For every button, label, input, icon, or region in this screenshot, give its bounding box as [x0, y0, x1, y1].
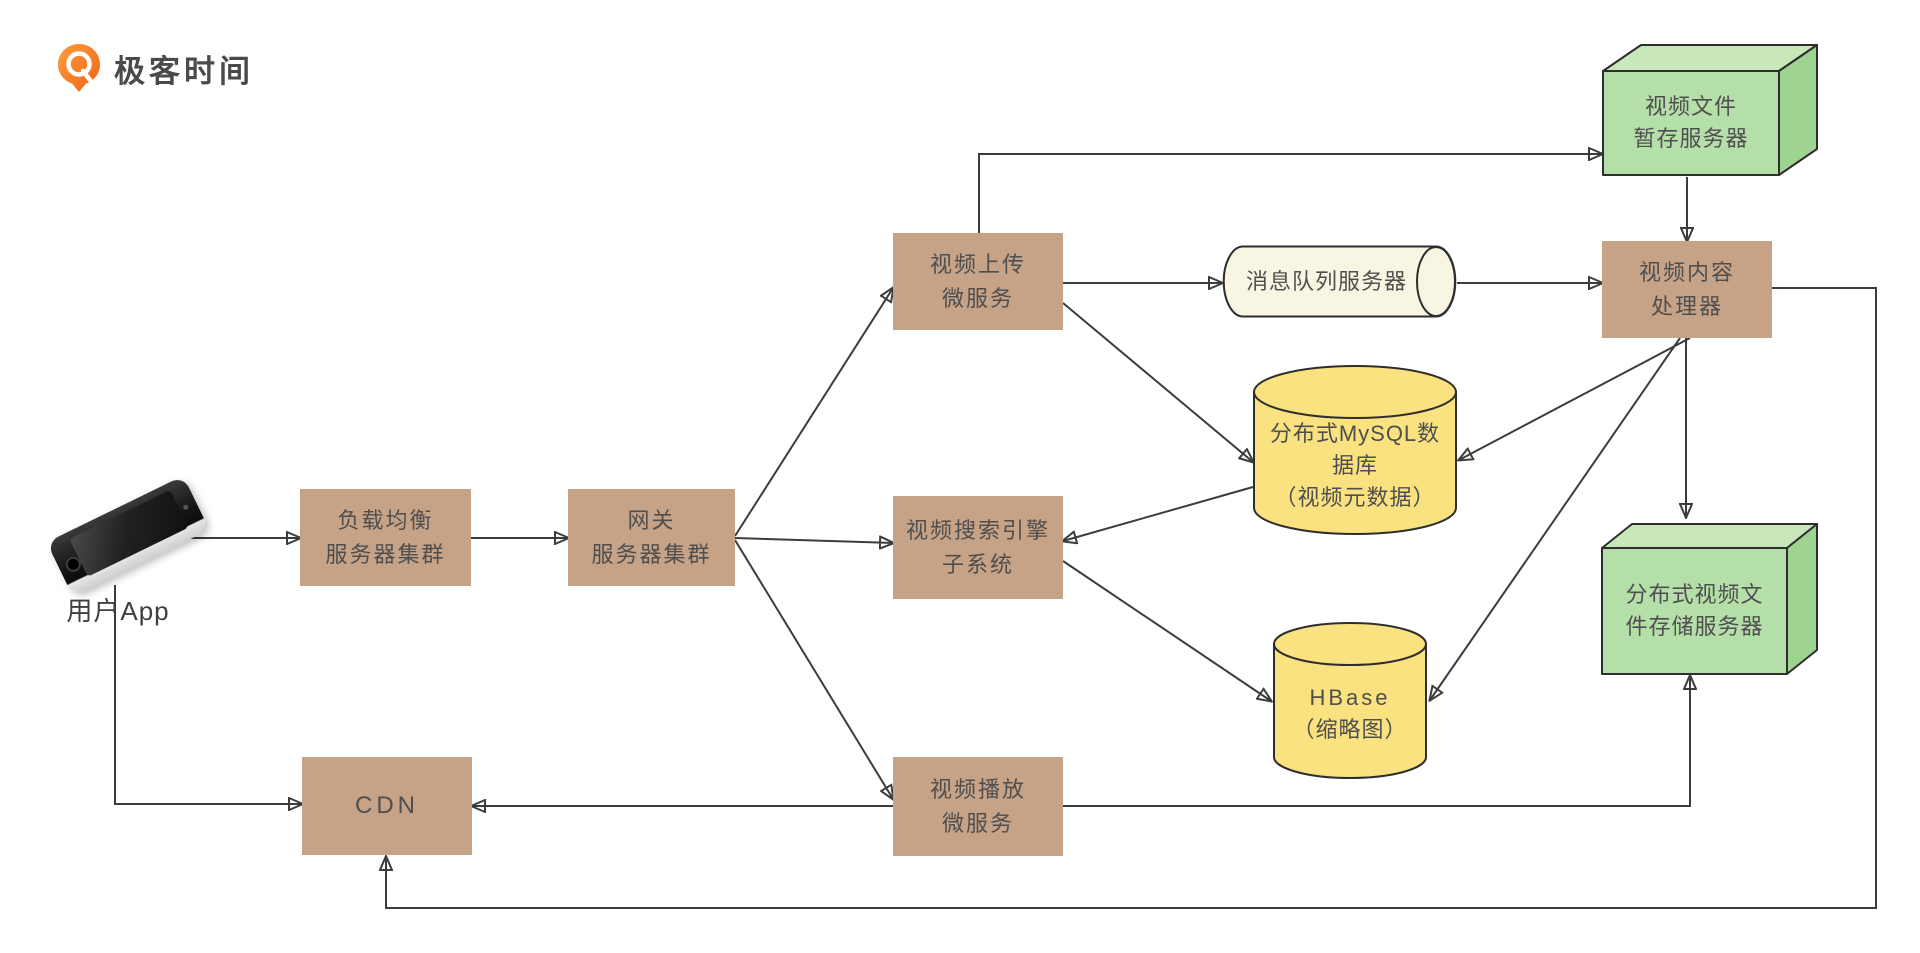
node-dist-storage-line1: 分布式视频文 [1625, 582, 1764, 607]
edge-content-processor-to-cdn [386, 287, 1877, 909]
node-mysql-db-line3: （视频元数据） [1274, 485, 1436, 510]
cube-shape [1601, 523, 1818, 675]
database-cylinder-shape [1253, 365, 1457, 535]
phone-screen [69, 489, 189, 577]
node-cdn: CDN [302, 757, 472, 855]
node-load-balancer: 负载均衡 服务器集群 [300, 489, 471, 586]
node-message-queue: 消息队列服务器 [1222, 245, 1457, 318]
edge-gateway-to-video-upload [734, 288, 893, 537]
edge-content-processor-to-hbase [1430, 337, 1681, 700]
node-gateway-line2: 服务器集群 [591, 541, 712, 567]
edge-gateway-to-video-search [734, 538, 893, 543]
node-content-processor-line1: 视频内容 [1638, 259, 1735, 285]
edge-video-upload-to-temp-storage [978, 154, 1602, 233]
node-load-balancer-line1: 负载均衡 [337, 507, 434, 533]
phone-camera-dot [182, 503, 190, 511]
node-hbase-line2: （缩略图） [1292, 717, 1408, 742]
user-phone-image [44, 475, 214, 598]
node-temp-storage-line2: 暂存服务器 [1633, 126, 1749, 151]
cube-shape [1602, 44, 1818, 176]
database-cylinder-shape [1273, 622, 1427, 779]
node-video-upload: 视频上传 微服务 [893, 233, 1063, 330]
node-load-balancer-line2: 服务器集群 [325, 541, 446, 567]
node-hbase: HBase （缩略图） [1273, 622, 1427, 780]
node-mysql-db: 分布式MySQL数 据库 （视频元数据） [1253, 365, 1457, 535]
brand-logo: 极客时间 [56, 42, 254, 94]
smartphone-icon [46, 475, 210, 597]
node-video-upload-line2: 微服务 [941, 285, 1014, 311]
node-dist-storage-line2: 件存储服务器 [1625, 614, 1764, 639]
edge-gateway-to-video-playback [734, 539, 893, 799]
node-hbase-line1: HBase [1309, 685, 1391, 710]
node-video-playback: 视频播放 微服务 [893, 757, 1063, 856]
node-video-playback-line2: 微服务 [941, 810, 1014, 836]
node-cdn-label: CDN [355, 792, 419, 819]
node-mysql-db-line2: 据库 [1331, 453, 1378, 478]
edge-video-search-to-hbase [1062, 560, 1271, 701]
edge-video-upload-to-mysql-db [1062, 302, 1253, 462]
node-video-upload-line1: 视频上传 [929, 251, 1026, 277]
node-gateway-line1: 网关 [627, 507, 676, 533]
node-mysql-db-line1: 分布式MySQL数 [1269, 421, 1441, 446]
user-app-label: 用户App [66, 596, 170, 626]
brand-name: 极客时间 [114, 53, 254, 89]
geektime-logo-icon [58, 44, 100, 92]
node-message-queue-label: 消息队列服务器 [1245, 268, 1407, 294]
edge-user-app-to-cdn [114, 585, 302, 804]
node-content-processor: 视频内容 处理器 [1602, 241, 1772, 338]
node-video-search-line2: 子系统 [941, 551, 1014, 577]
node-video-playback-line1: 视频播放 [929, 776, 1026, 802]
horizontal-cylinder-shape [1222, 245, 1457, 318]
edge-mysql-db-to-video-search [1063, 486, 1254, 541]
node-video-search: 视频搜索引擎 子系统 [893, 496, 1063, 599]
node-video-search-line1: 视频搜索引擎 [905, 517, 1050, 543]
edge-content-processor-to-mysql-db [1459, 337, 1691, 460]
node-content-processor-line2: 处理器 [1650, 293, 1723, 319]
node-temp-storage-line1: 视频文件 [1644, 94, 1737, 119]
edge-video-playback-to-dist-storage [1063, 676, 1690, 807]
node-temp-storage: 视频文件 暂存服务器 [1602, 44, 1818, 176]
node-dist-storage: 分布式视频文 件存储服务器 [1601, 523, 1818, 675]
node-gateway: 网关 服务器集群 [568, 489, 735, 586]
